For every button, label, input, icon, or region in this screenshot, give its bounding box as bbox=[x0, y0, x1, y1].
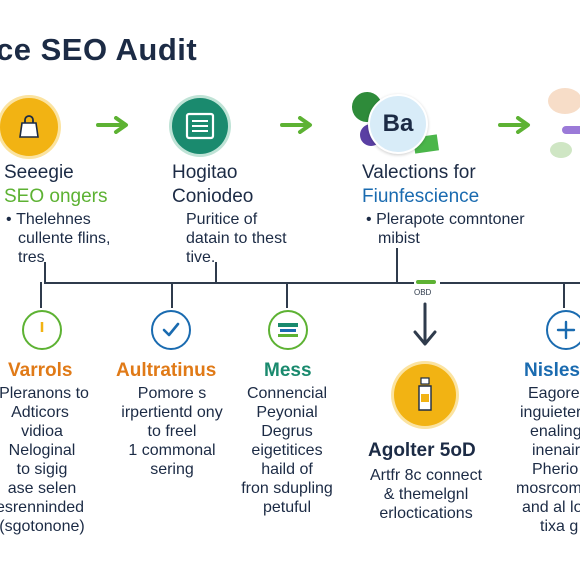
step-subheading: Fiunfescience bbox=[362, 186, 480, 207]
badge-text: Ba bbox=[382, 110, 414, 137]
connector-line bbox=[563, 282, 565, 308]
step-text: ase selen bbox=[7, 480, 77, 497]
step-subheading: Coniodeo bbox=[172, 186, 254, 207]
step-text: mosrcomn bbox=[516, 480, 580, 497]
step-text: vidioa bbox=[21, 423, 63, 440]
step-text: to freel bbox=[147, 423, 197, 440]
connector-line bbox=[40, 282, 42, 308]
plus-circle-icon bbox=[546, 310, 580, 350]
step-bullet: Puritice of bbox=[186, 211, 258, 228]
step-text: Degrus bbox=[261, 423, 313, 440]
arrow-right-icon bbox=[498, 116, 530, 134]
decorative-icon bbox=[544, 86, 580, 166]
check-circle-icon bbox=[151, 310, 191, 350]
bottle-icon bbox=[394, 364, 456, 426]
step-text: and al lo bbox=[522, 499, 580, 516]
step-text: tixa g bbox=[540, 518, 579, 535]
step-heading: Aultratinus bbox=[116, 360, 217, 381]
connector-line bbox=[44, 262, 46, 282]
arrow-down-icon bbox=[413, 302, 437, 346]
step-text: & themelgnl bbox=[383, 486, 469, 503]
step-text: tive. bbox=[186, 249, 216, 266]
step-text: Neloginal bbox=[8, 442, 76, 459]
step-text: (sgotonone) bbox=[0, 518, 85, 535]
brand-badge-icon: Ba bbox=[347, 84, 442, 164]
step-text: Pherio bbox=[532, 461, 579, 478]
step-text: Eagorel bbox=[528, 385, 580, 402]
bag-icon bbox=[0, 98, 58, 156]
step-text: fron sdupling bbox=[241, 480, 333, 497]
step-heading: Varrols bbox=[8, 360, 73, 381]
step-text: petuful bbox=[262, 499, 312, 516]
step-text: eigetitices bbox=[251, 442, 323, 459]
connector-line bbox=[440, 282, 580, 284]
page-title: ce SEO Audit bbox=[0, 32, 198, 67]
step-bullet: • Plerapote comntoner bbox=[366, 211, 525, 228]
step-text: 1 commonal bbox=[128, 442, 216, 459]
step-text: to sigig bbox=[16, 461, 68, 478]
step-text: tres bbox=[18, 249, 45, 266]
step-text: cullente flins, bbox=[18, 230, 111, 247]
step-text: enaling bbox=[530, 423, 580, 440]
connector-line bbox=[396, 248, 398, 282]
step-heading: Valections for bbox=[362, 162, 476, 183]
connector-tag: OBD bbox=[414, 280, 440, 302]
step-heading: Nislesh bbox=[524, 360, 580, 381]
step-heading: Mess bbox=[264, 360, 312, 381]
step-heading: Hogitao bbox=[172, 162, 238, 183]
document-icon bbox=[172, 98, 228, 154]
step-text: Pleranons to bbox=[0, 385, 89, 402]
arrow-right-icon bbox=[280, 116, 312, 134]
step-text: Peyonial bbox=[256, 404, 318, 421]
step-heading: Seeegie bbox=[4, 162, 74, 183]
connector-line bbox=[215, 262, 217, 282]
step-text: esrenninded bbox=[0, 499, 85, 516]
step-text: sering bbox=[150, 461, 194, 478]
step-text: Artfr 8c connect bbox=[369, 467, 483, 484]
connector-line bbox=[286, 282, 288, 308]
step-text: datain to thest bbox=[186, 230, 287, 247]
step-heading: Agolter 5oD bbox=[368, 440, 476, 461]
step-text: Pomore s bbox=[137, 385, 207, 402]
connector-line bbox=[171, 282, 173, 308]
step-text: inenair bbox=[532, 442, 580, 459]
connector-line bbox=[44, 282, 414, 284]
gauge-icon bbox=[22, 310, 62, 350]
step-text: inguieter bbox=[520, 404, 580, 421]
step-text: erloctications bbox=[379, 505, 473, 522]
step-text: irpertientd ony bbox=[121, 404, 223, 421]
step-subheading: SEO ongers bbox=[4, 186, 108, 207]
step-text: Connencial bbox=[246, 385, 328, 402]
arrow-right-icon bbox=[96, 116, 128, 134]
step-text: haild of bbox=[261, 461, 313, 478]
step-bullet: • Thelehnes bbox=[6, 211, 91, 228]
step-text: mibist bbox=[378, 230, 420, 247]
step-text: Adticors bbox=[11, 404, 69, 421]
chart-circle-icon bbox=[268, 310, 308, 350]
